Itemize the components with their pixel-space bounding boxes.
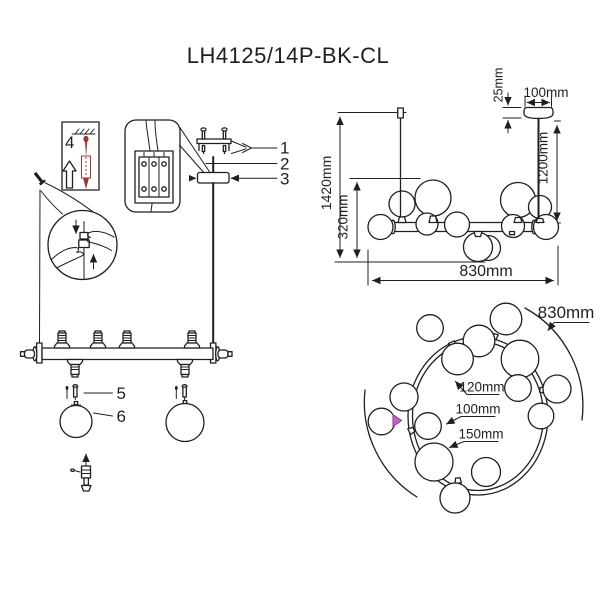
dim-globe-small-leader [446,416,462,425]
right-hand-icon [86,230,115,251]
lamp-socket-down [176,358,194,378]
terminal-block-detail [124,119,181,213]
globe-stem [473,230,483,238]
dim-globe-medium-leader [455,381,468,395]
product-code: LH4125/14P-BK-CL [187,43,389,68]
glass-globe [367,407,396,436]
top-view: 830mm 120mm 100mm 150mm [363,302,595,514]
left-hand-icon [51,247,84,268]
socket-nipple-part [70,453,92,492]
wire-connector [397,107,404,119]
callout-1: 1 [280,139,289,158]
glass-globe [414,442,454,482]
globe-stem [513,216,523,224]
ceiling-hatch-icon [71,128,96,135]
lamp-socket-up [53,330,71,349]
wire-connector-icon [79,231,89,240]
glass-globe [500,339,540,379]
glass-globe [165,402,205,443]
canopy [189,171,230,184]
lamp-socket-up [118,330,136,349]
glass-globe [542,374,572,404]
bar-end-cap-left [19,346,38,362]
glass-globe [441,342,474,376]
glass-globe [470,456,502,488]
dim-canopy-height: 25mm [492,68,506,103]
callout-5: 5 [117,384,126,403]
outer-diameter-arc [363,389,418,498]
glass-globe [416,314,444,342]
screw-icon [83,135,89,155]
bracket-screw-icon [200,127,228,155]
callout-3: 3 [280,170,289,189]
dim-overall-diameter: 830mm [538,303,595,322]
part-6-globes: 6 [59,399,205,443]
mounting-bracket [196,127,232,155]
callout-6: 6 [117,407,126,426]
glass-globe [527,402,555,430]
front-view: 1420mm 320mm 830mm 100mm 25mm 1200mm [318,68,569,286]
globe-stem [508,230,516,236]
glass-globe [389,382,419,412]
globe-stem [535,217,545,224]
dim-globe-medium: 120mm [459,380,504,395]
callout-4: 4 [65,133,74,152]
dim-fixture-width: 830mm [459,263,512,280]
lamp-socket-up [89,330,107,349]
callout-6-leader [93,412,113,417]
glass-globe [414,179,452,217]
glass-globe [414,412,442,440]
wire-connection-detail [47,209,118,281]
globe-stem [428,215,438,224]
chandelier-front [367,117,560,263]
glass-globe [489,302,523,336]
outer-diameter-arc [524,307,584,421]
installation-diagram: 4 [19,119,289,492]
chandelier-top-globes [367,302,572,514]
glass-globe [59,404,93,439]
magnifier-leader [40,190,63,215]
wall-plug-detail-box: 4 [61,121,100,191]
magenta-connector-icon [392,413,403,428]
lamp-socket-down [66,358,84,378]
dim-globe-small: 100mm [455,402,500,417]
glass-globe [367,213,394,241]
wall-anchor-icon [81,155,91,189]
canopy [523,106,554,120]
glass-globe [439,482,471,514]
fixture-bar [19,330,233,378]
globe-stem [397,216,407,224]
dim-diameter-leader [547,321,590,331]
glass-globe [443,211,471,238]
push-arrow-icon [189,175,197,182]
bar-end-cap-right [215,346,233,362]
dim-total-height: 1420mm [318,156,334,210]
part-5-screws: 5 [65,384,188,403]
callout-1-leader [231,140,278,154]
bar-tube [41,347,214,361]
dimension-lines [336,92,561,285]
dim-globe-large-leader [449,440,465,448]
glass-globe [504,374,532,402]
pin-icon [65,386,69,390]
lamp-socket-up [183,330,201,349]
suspension-wire [39,189,41,344]
pin-icon [174,386,178,390]
ceiling-anchor-icon [33,171,46,186]
glass-globe [462,324,496,358]
glass-globe [388,190,416,218]
dim-fixture-height: 320mm [336,194,351,239]
dim-canopy-diameter: 100mm [523,85,568,100]
dim-globe-large: 150mm [458,427,503,442]
callout-2: 2 [280,155,289,174]
up-arrow-icon [62,160,77,189]
